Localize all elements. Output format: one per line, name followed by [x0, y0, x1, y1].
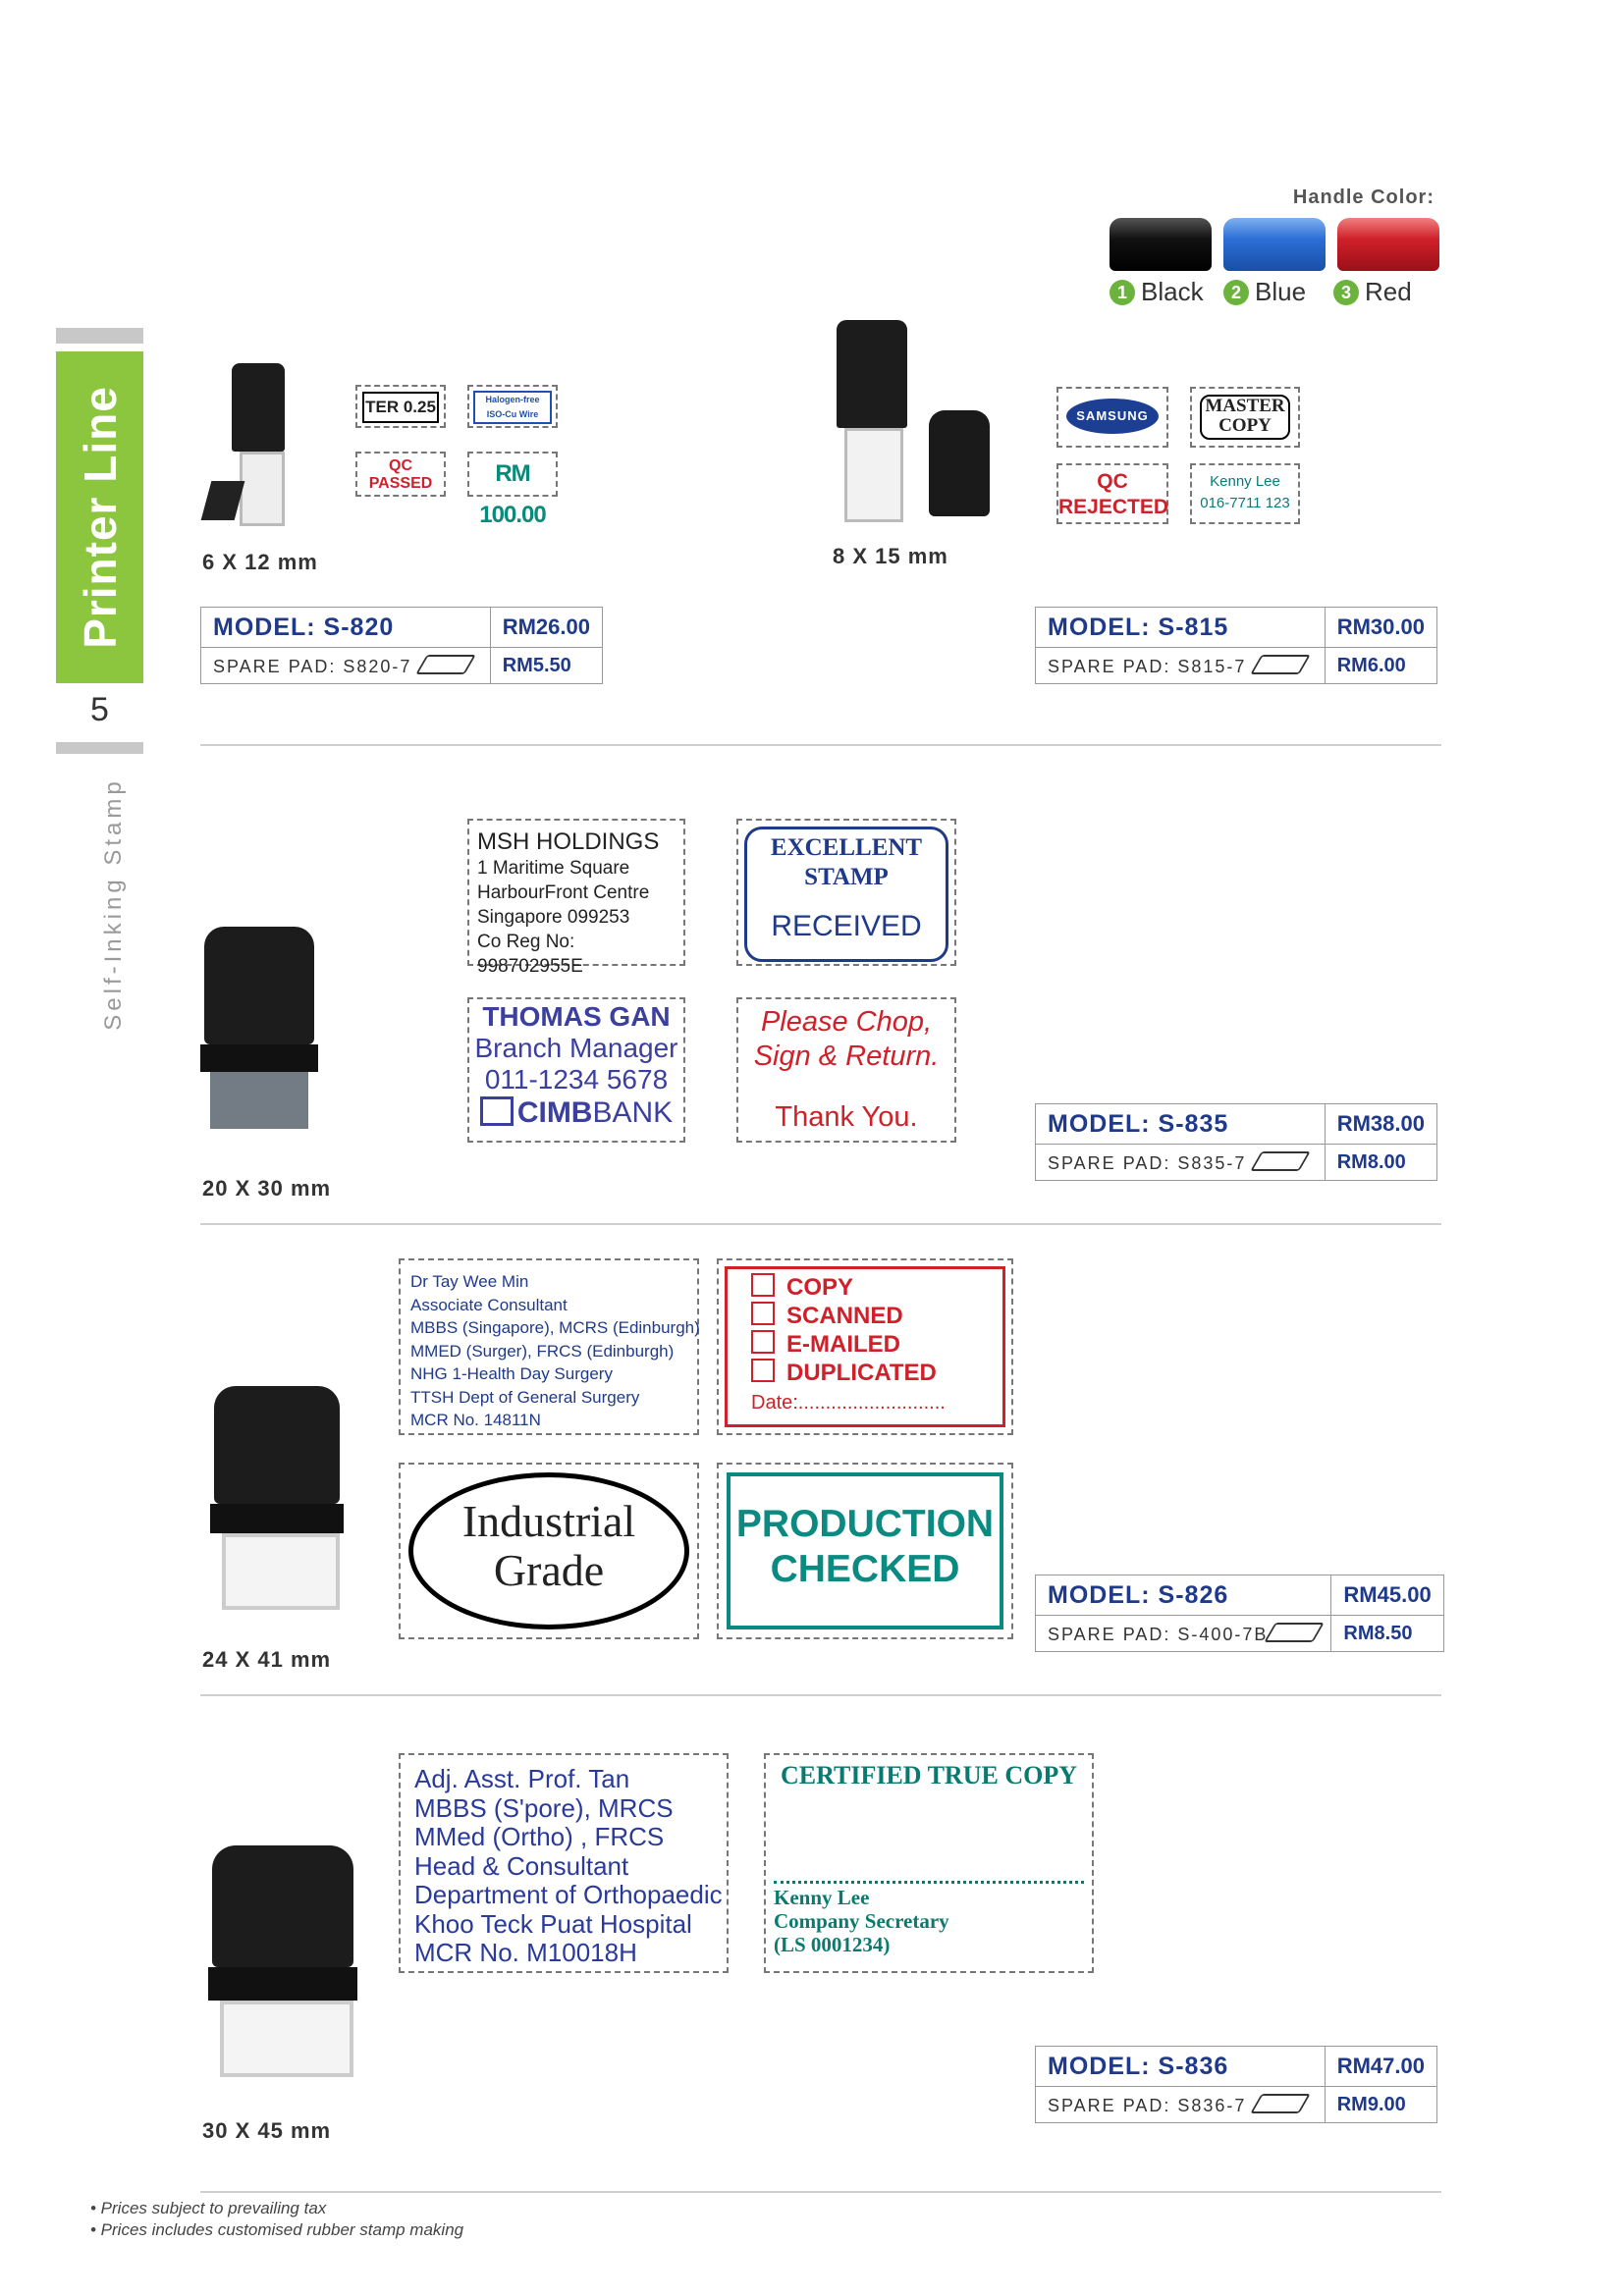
ink-pad-icon	[1250, 2093, 1312, 2113]
spare-pad-cell: SPARE PAD: S835-7	[1035, 1144, 1326, 1181]
spare-pad-price: RM9.00	[1324, 2086, 1438, 2123]
spare-pad-cell: SPARE PAD: S836-7	[1035, 2086, 1326, 2123]
spare-pad-price: RM8.50	[1330, 1615, 1444, 1652]
spare-pad-price: RM5.50	[489, 647, 604, 684]
stamp-size-label: 8 X 15 mm	[833, 544, 948, 568]
spare-pad-price: RM6.00	[1324, 647, 1438, 684]
stamp-size-label: 30 X 45 mm	[202, 2118, 332, 2143]
sample-samsung: SAMSUNG	[1056, 387, 1168, 448]
section-divider	[200, 1694, 1441, 1696]
footnote-customised: • Prices includes customised rubber stam…	[90, 2220, 464, 2239]
section-divider	[200, 1223, 1441, 1225]
sample-copy-checklist: COPY SCANNED E-MAILED DUPLICATED Date:..…	[717, 1258, 1013, 1435]
sidebar-section-band	[56, 351, 143, 683]
stamp-size-label: 6 X 12 mm	[202, 550, 318, 574]
sample-excellent-received: EXCELLENT STAMP RECEIVED	[736, 819, 956, 966]
model-name: MODEL: S-836	[1035, 2046, 1326, 2087]
stamp-size-label: 24 X 41 mm	[202, 1647, 332, 1672]
model-price: RM45.00	[1330, 1575, 1444, 1616]
section-divider	[200, 744, 1441, 746]
model-name: MODEL: S-820	[200, 607, 491, 648]
footnote-tax: • Prices subject to prevailing tax	[90, 2199, 327, 2217]
spare-pad-cell: SPARE PAD: S815-7	[1035, 647, 1326, 684]
section-divider	[200, 2191, 1441, 2193]
sample-ter: TER 0.25	[355, 385, 446, 428]
checkbox-icon	[751, 1302, 775, 1325]
model-name: MODEL: S-815	[1035, 607, 1326, 648]
stamp-s826-image	[210, 1386, 344, 1610]
stamp-size-label: 20 X 30 mm	[202, 1176, 332, 1201]
model-name: MODEL: S-826	[1034, 1575, 1332, 1616]
handle-swatch-blue	[1223, 218, 1326, 271]
cimb-logo-icon	[479, 1096, 514, 1126]
checkbox-icon	[751, 1330, 775, 1354]
sidebar-divider-bar	[56, 742, 143, 754]
sample-rm-100: RM 100.00	[467, 452, 558, 528]
stamp-s836-image	[208, 1845, 357, 2077]
sample-certified-true-copy: CERTIFIED TRUE COPY Kenny Lee Company Se…	[764, 1753, 1094, 1973]
stamp-s820-image	[200, 363, 304, 530]
sample-please-chop: Please Chop, Sign & Return. Thank You.	[736, 997, 956, 1143]
model-price: RM30.00	[1324, 607, 1438, 648]
ink-pad-icon	[415, 654, 477, 674]
page-number: 5	[90, 691, 109, 728]
sidebar-section-title: Printer Line	[74, 386, 126, 649]
model-name: MODEL: S-835	[1035, 1103, 1326, 1145]
handle-swatch-red	[1337, 218, 1439, 271]
stamp-s835-image	[200, 927, 318, 1133]
handle-color-label: Handle Color:	[1292, 187, 1435, 208]
model-price: RM38.00	[1324, 1103, 1438, 1145]
sidebar-top-bar	[56, 328, 143, 344]
spare-pad-price: RM8.00	[1324, 1144, 1438, 1181]
ink-pad-icon	[1250, 654, 1312, 674]
sidebar-subtitle: Self-Inking Stamp	[100, 777, 127, 1031]
model-price: RM26.00	[489, 607, 604, 648]
spare-pad-cell: SPARE PAD: S820-7	[200, 647, 491, 684]
sample-msh-holdings: MSH HOLDINGS 1 Maritime Square HarbourFr…	[467, 819, 685, 977]
handle-swatch-black	[1110, 218, 1212, 271]
checkbox-icon	[751, 1359, 775, 1382]
spare-pad-cell: SPARE PAD: S-400-7B	[1034, 1615, 1332, 1652]
ink-pad-icon	[1264, 1622, 1326, 1642]
checkbox-icon	[751, 1273, 775, 1297]
sample-thomas-gan: THOMAS GAN Branch Manager 011-1234 5678 …	[467, 997, 685, 1143]
ink-pad-icon	[1250, 1150, 1312, 1171]
stamp-s815-image	[833, 320, 1000, 526]
model-price: RM47.00	[1324, 2046, 1438, 2087]
